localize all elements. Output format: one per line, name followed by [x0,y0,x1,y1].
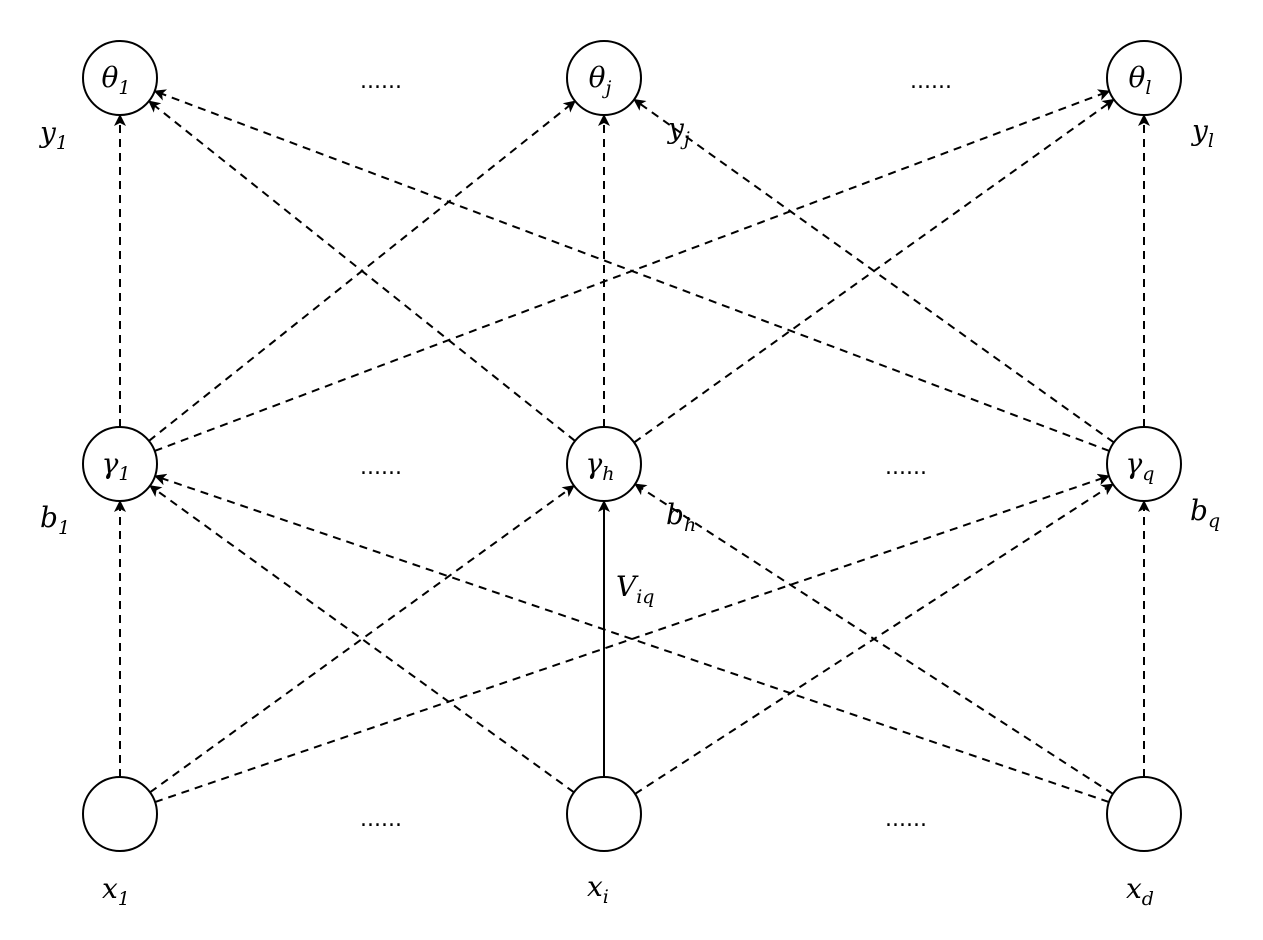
output-node-symbol-ol: θl [1129,61,1152,99]
output-label-ol: yl [1190,114,1214,152]
hidden-node-hq [1106,426,1182,502]
input-ellipsis-left: ...... [360,807,402,832]
output-node-symbol-oj: θj [589,61,612,99]
output-label-o1: y1 [38,116,68,154]
hidden-node-symbol-hq: γq [1126,447,1155,485]
output-label-oj: yj [666,112,690,150]
hidden-label-h1: b1 [40,501,70,539]
edges-layer [114,89,1150,803]
hidden-label-hh: bh [666,498,696,536]
weight-label: Viq [616,570,654,608]
hidden-ellipsis-right: ...... [885,455,927,480]
input-label-ii: xi [587,870,609,908]
hidden-node-h1 [82,426,158,502]
edge-i1-to-hh [149,485,575,794]
output-node-o1 [82,40,158,116]
edge-hq-to-o1 [153,89,1110,452]
output-node-ol [1106,40,1182,116]
input-node-ii [566,776,642,852]
input-node-id [1106,776,1182,852]
output-node-symbol-o1: θ1 [102,61,131,99]
output-ellipsis-right: ...... [910,69,952,94]
hidden-label-hq: bq [1190,494,1220,532]
nodes-layer: θ1 θj θl γ1 γh γq [82,40,1182,852]
output-ellipsis-left: ...... [360,69,402,94]
edge-id-to-hh [634,483,1114,795]
labels-layer: y1 yj yl b1 bh bq x1 xi xd Viq...................… [38,69,1220,910]
hidden-node-symbol-hh: γh [586,447,615,485]
output-node-oj [566,40,642,116]
input-ellipsis-right: ...... [885,807,927,832]
input-label-i1: x1 [102,872,130,910]
hidden-node-symbol-h1: γ1 [102,447,131,485]
hidden-ellipsis-left: ...... [360,455,402,480]
input-label-id: xd [1126,872,1154,910]
edge-hh-to-o1 [148,100,576,442]
edge-hq-to-oj [633,98,1115,444]
hidden-node-hh [566,426,642,502]
input-node-i1 [82,776,158,852]
edge-ii-to-h1 [149,485,575,794]
